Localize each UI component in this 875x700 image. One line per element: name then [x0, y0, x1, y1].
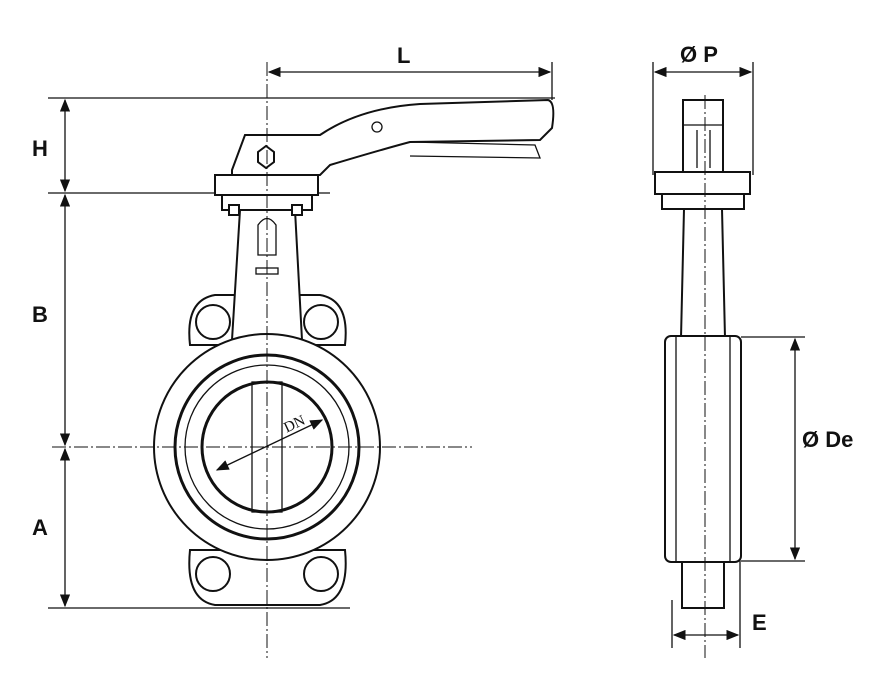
bolt-hole-upper-left — [195, 304, 231, 340]
label-A: A — [32, 515, 48, 540]
side-top-flange — [654, 171, 751, 195]
handle-lower-plate — [409, 141, 541, 159]
stem-head — [682, 99, 724, 173]
label-L: L — [397, 43, 410, 68]
label-E: E — [752, 610, 767, 635]
side-mounting-pad — [661, 193, 745, 210]
bolt-hole-upper-right — [303, 304, 339, 340]
front-view: DN L H B A — [32, 43, 555, 658]
label-De: Ø De — [802, 427, 853, 452]
label-P: Ø P — [680, 42, 718, 67]
bolt-hole-lower-right — [303, 556, 339, 592]
side-view: Ø P Ø De E — [652, 42, 853, 658]
side-bottom — [681, 561, 725, 609]
bolt-hole-lower-left — [195, 556, 231, 592]
dimension-DN — [215, 419, 324, 471]
side-neck — [679, 208, 727, 339]
neck-slot — [257, 217, 277, 256]
bolt-right — [291, 204, 303, 216]
hex-nut — [257, 144, 275, 170]
bolt-left — [228, 204, 240, 216]
handle-pin — [371, 121, 383, 133]
label-B: B — [32, 302, 48, 327]
label-H: H — [32, 136, 48, 161]
lever-handle — [231, 98, 555, 176]
